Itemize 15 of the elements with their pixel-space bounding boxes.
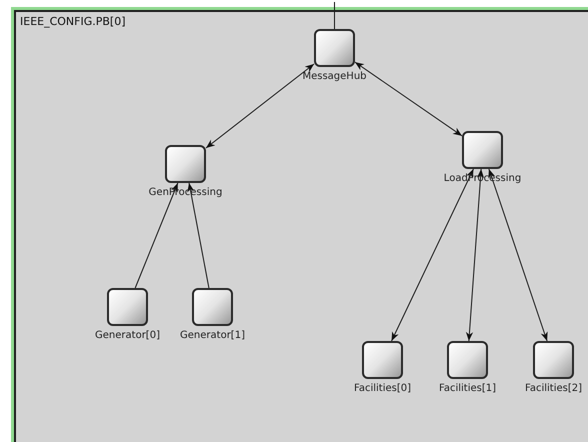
frame-title: IEEE_CONFIG.PB[0] — [20, 15, 126, 28]
module-label: Facilities[0] — [354, 383, 412, 395]
arrow — [466, 168, 484, 342]
module-label: Generator[1] — [180, 330, 245, 342]
arrow — [354, 62, 462, 136]
module-label: Generator[0] — [95, 330, 160, 342]
arrow — [391, 168, 474, 342]
arrow — [206, 63, 314, 149]
module-label: MessageHub — [302, 71, 367, 83]
arrow — [134, 182, 178, 288]
module-label: Facilities[1] — [438, 383, 496, 395]
arrow — [488, 168, 548, 342]
arrow — [187, 182, 210, 288]
connector-line — [334, 2, 335, 30]
module-label: Facilities[2] — [524, 383, 582, 395]
